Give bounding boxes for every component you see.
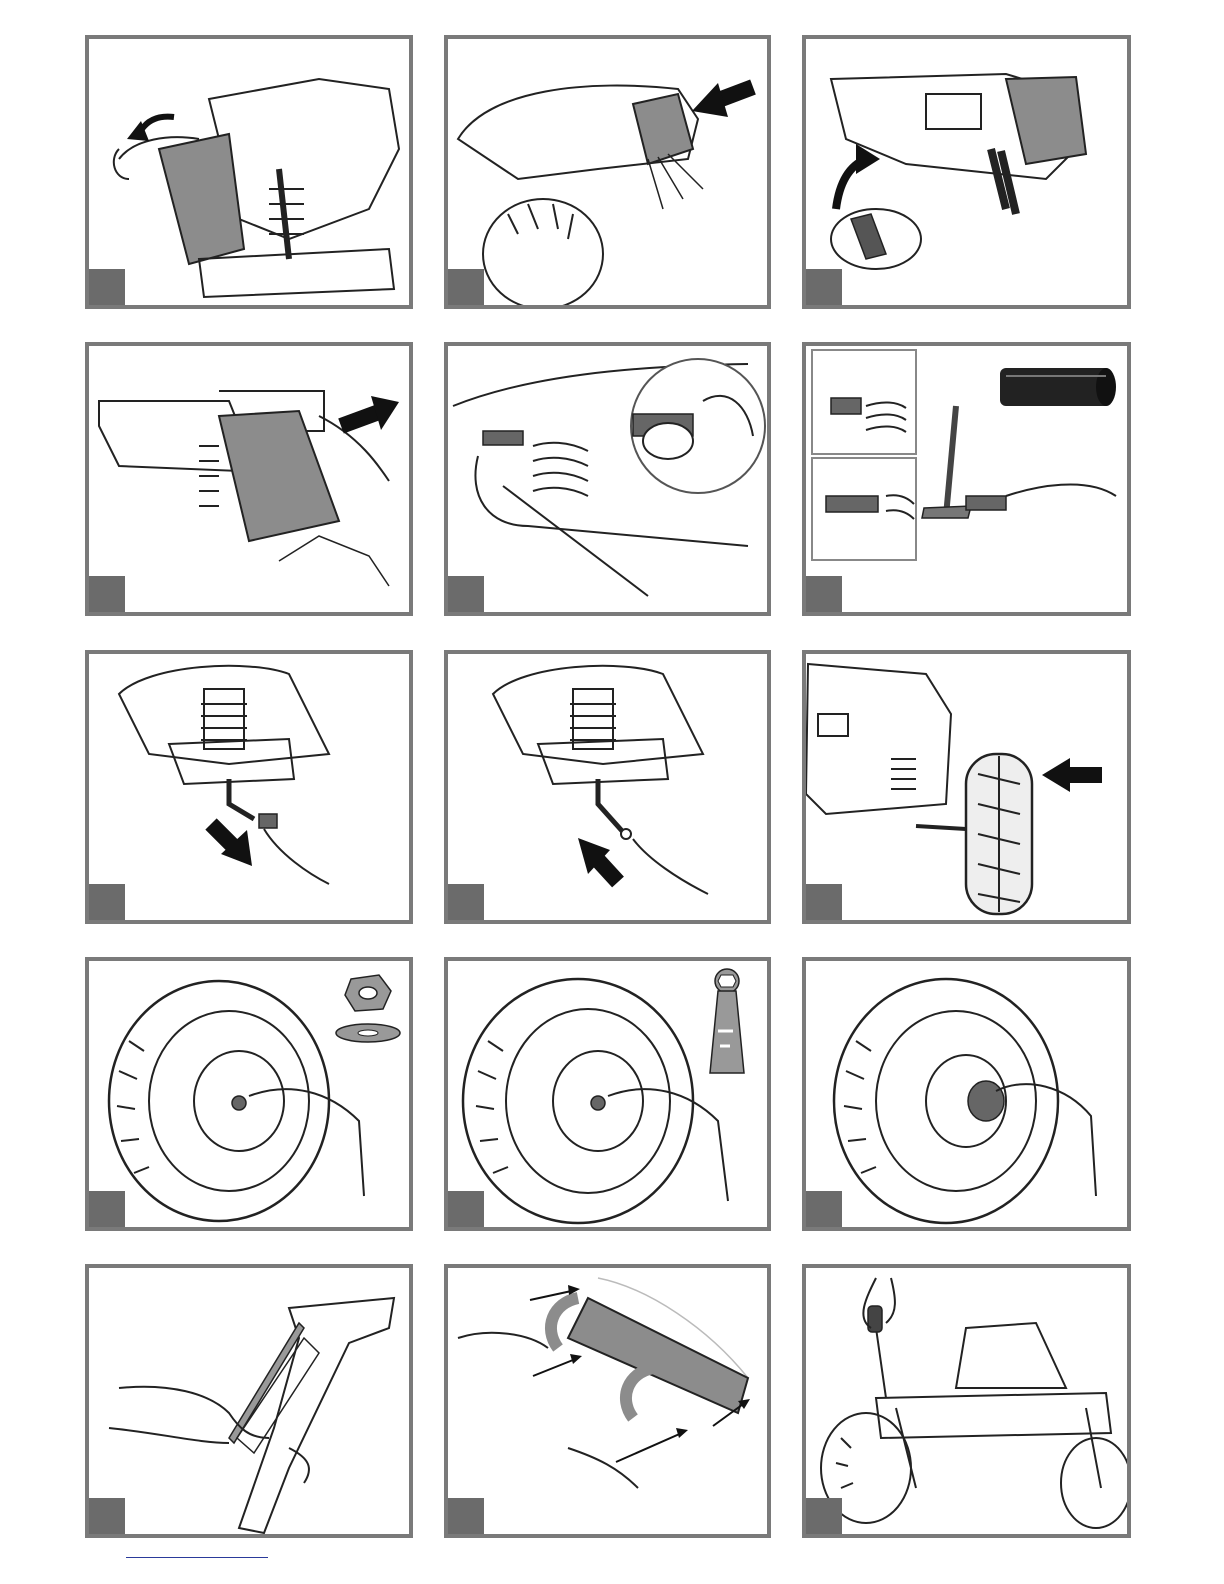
panel-step-5 xyxy=(444,342,771,616)
insert-axle-arrow-icon xyxy=(578,838,618,882)
hammer-pin-illustration xyxy=(806,346,1127,612)
panel-step-14 xyxy=(444,1264,771,1538)
step-badge xyxy=(806,269,842,305)
insert-arrow-icon xyxy=(692,83,753,117)
panel-step-15 xyxy=(802,1264,1131,1538)
bumper-attach-illustration xyxy=(448,1268,767,1534)
step-badge xyxy=(806,884,842,920)
step-badge xyxy=(448,884,484,920)
step-badge xyxy=(806,1498,842,1534)
axle-detail-icon xyxy=(631,359,765,493)
mount-wheel-illustration xyxy=(806,654,1127,920)
bumper-bracket-icon xyxy=(229,1298,394,1533)
wrench-icon xyxy=(710,969,744,1073)
panel-step-4 xyxy=(85,342,413,616)
panel-step-9 xyxy=(802,650,1131,924)
panel-step-1 xyxy=(85,35,413,309)
footer-rule xyxy=(126,1557,268,1558)
remove-cap-illustration xyxy=(89,654,409,920)
step-badge xyxy=(89,1191,125,1227)
step-badge xyxy=(448,1498,484,1534)
step-badge xyxy=(89,576,125,612)
panel-step-8 xyxy=(444,650,771,924)
hubcap-illustration xyxy=(806,961,1127,1227)
hammer-pin-icon xyxy=(1000,368,1116,406)
hubcap-icon xyxy=(968,1081,1004,1121)
panel-step-10 xyxy=(85,957,413,1231)
wire-connect-illustration xyxy=(806,39,1127,305)
bumper-bracket-illustration xyxy=(89,1268,409,1534)
panel-step-12 xyxy=(802,957,1131,1231)
push-arrow-icon xyxy=(341,396,399,430)
panel-step-3 xyxy=(802,35,1131,309)
wheel-nut-illustration xyxy=(89,961,409,1227)
step-badge xyxy=(806,1191,842,1227)
screw-bumper-illustration xyxy=(806,1268,1127,1534)
step-badge xyxy=(448,1191,484,1227)
seat-close-illustration xyxy=(89,346,409,612)
panel-step-2 xyxy=(444,35,771,309)
mount-wheel-arrow-icon xyxy=(1042,758,1102,792)
axle-insert-illustration xyxy=(448,346,767,612)
step-badge xyxy=(89,884,125,920)
battery-insert-illustration xyxy=(448,39,767,305)
insert-axle-illustration xyxy=(448,654,767,920)
step-badge xyxy=(806,576,842,612)
nut-washer-icon xyxy=(336,975,400,1042)
step-badge xyxy=(89,1498,125,1534)
panel-step-13 xyxy=(85,1264,413,1538)
step-badge xyxy=(448,576,484,612)
screwdriver-icon xyxy=(868,1306,886,1398)
wrench-tighten-illustration xyxy=(448,961,767,1227)
step-badge xyxy=(448,269,484,305)
connect-wires-arrow-icon xyxy=(836,144,880,209)
seat-lift-illustration xyxy=(89,39,409,305)
panel-step-11 xyxy=(444,957,771,1231)
remove-cap-arrow-icon xyxy=(211,824,252,866)
step-badge xyxy=(89,269,125,305)
panel-step-6 xyxy=(802,342,1131,616)
panel-step-7 xyxy=(85,650,413,924)
